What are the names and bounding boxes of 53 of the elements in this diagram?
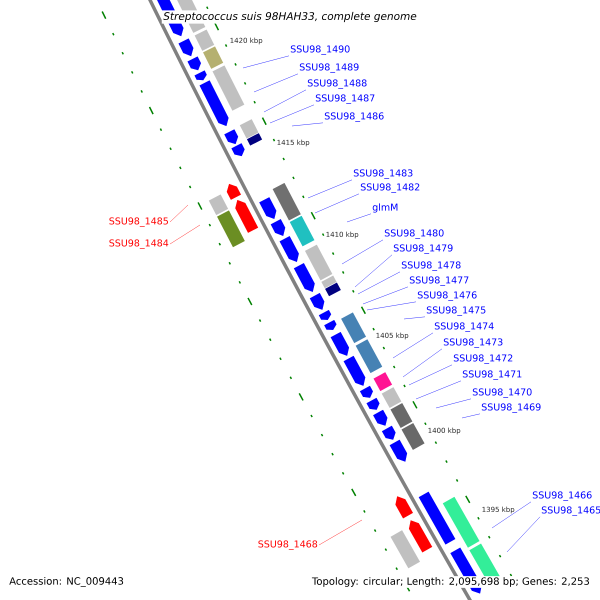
leader-line (346, 214, 372, 222)
leader-line (506, 516, 540, 552)
gene-label: SSU98_1465 (542, 506, 600, 516)
leader-line (254, 74, 298, 92)
gene-label: SSU98_1471 (462, 370, 522, 380)
leader-line (242, 56, 290, 68)
leader-line (170, 204, 188, 222)
gene-label: SSU98_1473 (444, 338, 502, 348)
leader-line (408, 364, 452, 386)
accession-label: Accession: NC_009443 (9, 577, 124, 587)
gene-label: SSU98_1483 (354, 169, 412, 179)
gene-label: SSU98_1490 (290, 45, 350, 55)
leader-line (292, 122, 324, 126)
gene-label: SSU98_1466 (532, 491, 592, 501)
gene-label: SSU98_1484 (109, 239, 168, 249)
leader-line (366, 302, 416, 310)
leader-line (308, 180, 352, 198)
gene-label: SSU98_1468 (258, 540, 318, 550)
gene-label: SSU98_1479 (394, 244, 453, 254)
gene-label: SSU98_1482 (360, 183, 420, 193)
leader-line (462, 414, 480, 418)
gene-label: SSU98_1474 (434, 322, 494, 332)
leader-line (392, 332, 434, 358)
leader-line (358, 272, 400, 294)
gene-label: SSU98_1469 (482, 403, 541, 413)
leader-line (354, 254, 392, 288)
gene-label: SSU98_1470 (472, 388, 532, 398)
genome-summary: Topology: circular; Length: 2,095,698 bp; Genes: 2,253 (310, 576, 591, 588)
leader-line (492, 502, 532, 528)
leader-line (362, 286, 408, 304)
gene-label: SSU98_1487 (316, 94, 374, 104)
gene-label: glmM (372, 203, 398, 213)
gene-label: SSU98_1489 (300, 63, 359, 73)
leader-line (402, 348, 442, 378)
leader-line (264, 90, 306, 112)
leader-line (342, 240, 384, 264)
leader-line (416, 380, 462, 400)
gene-label: SSU98_1480 (384, 229, 444, 239)
gene-label: SSU98_1476 (418, 291, 477, 301)
leader-line (170, 224, 200, 244)
gene-label: SSU98_1472 (454, 354, 512, 364)
title: Streptococcus suis 98HAH33, complete genome (162, 10, 418, 24)
gene-label: SSU98_1478 (402, 261, 461, 271)
gene-label: SSU98_1475 (426, 306, 486, 316)
leader-line (314, 194, 360, 214)
gene-label: SSU98_1488 (308, 79, 367, 89)
gene-label: SSU98_1485 (109, 217, 168, 227)
leader-line (318, 520, 362, 546)
leader-line (270, 104, 314, 124)
leader-line (436, 398, 472, 408)
gene-label: SSU98_1477 (410, 276, 468, 286)
gene-label: SSU98_1486 (324, 112, 384, 122)
leader-line (404, 316, 426, 320)
